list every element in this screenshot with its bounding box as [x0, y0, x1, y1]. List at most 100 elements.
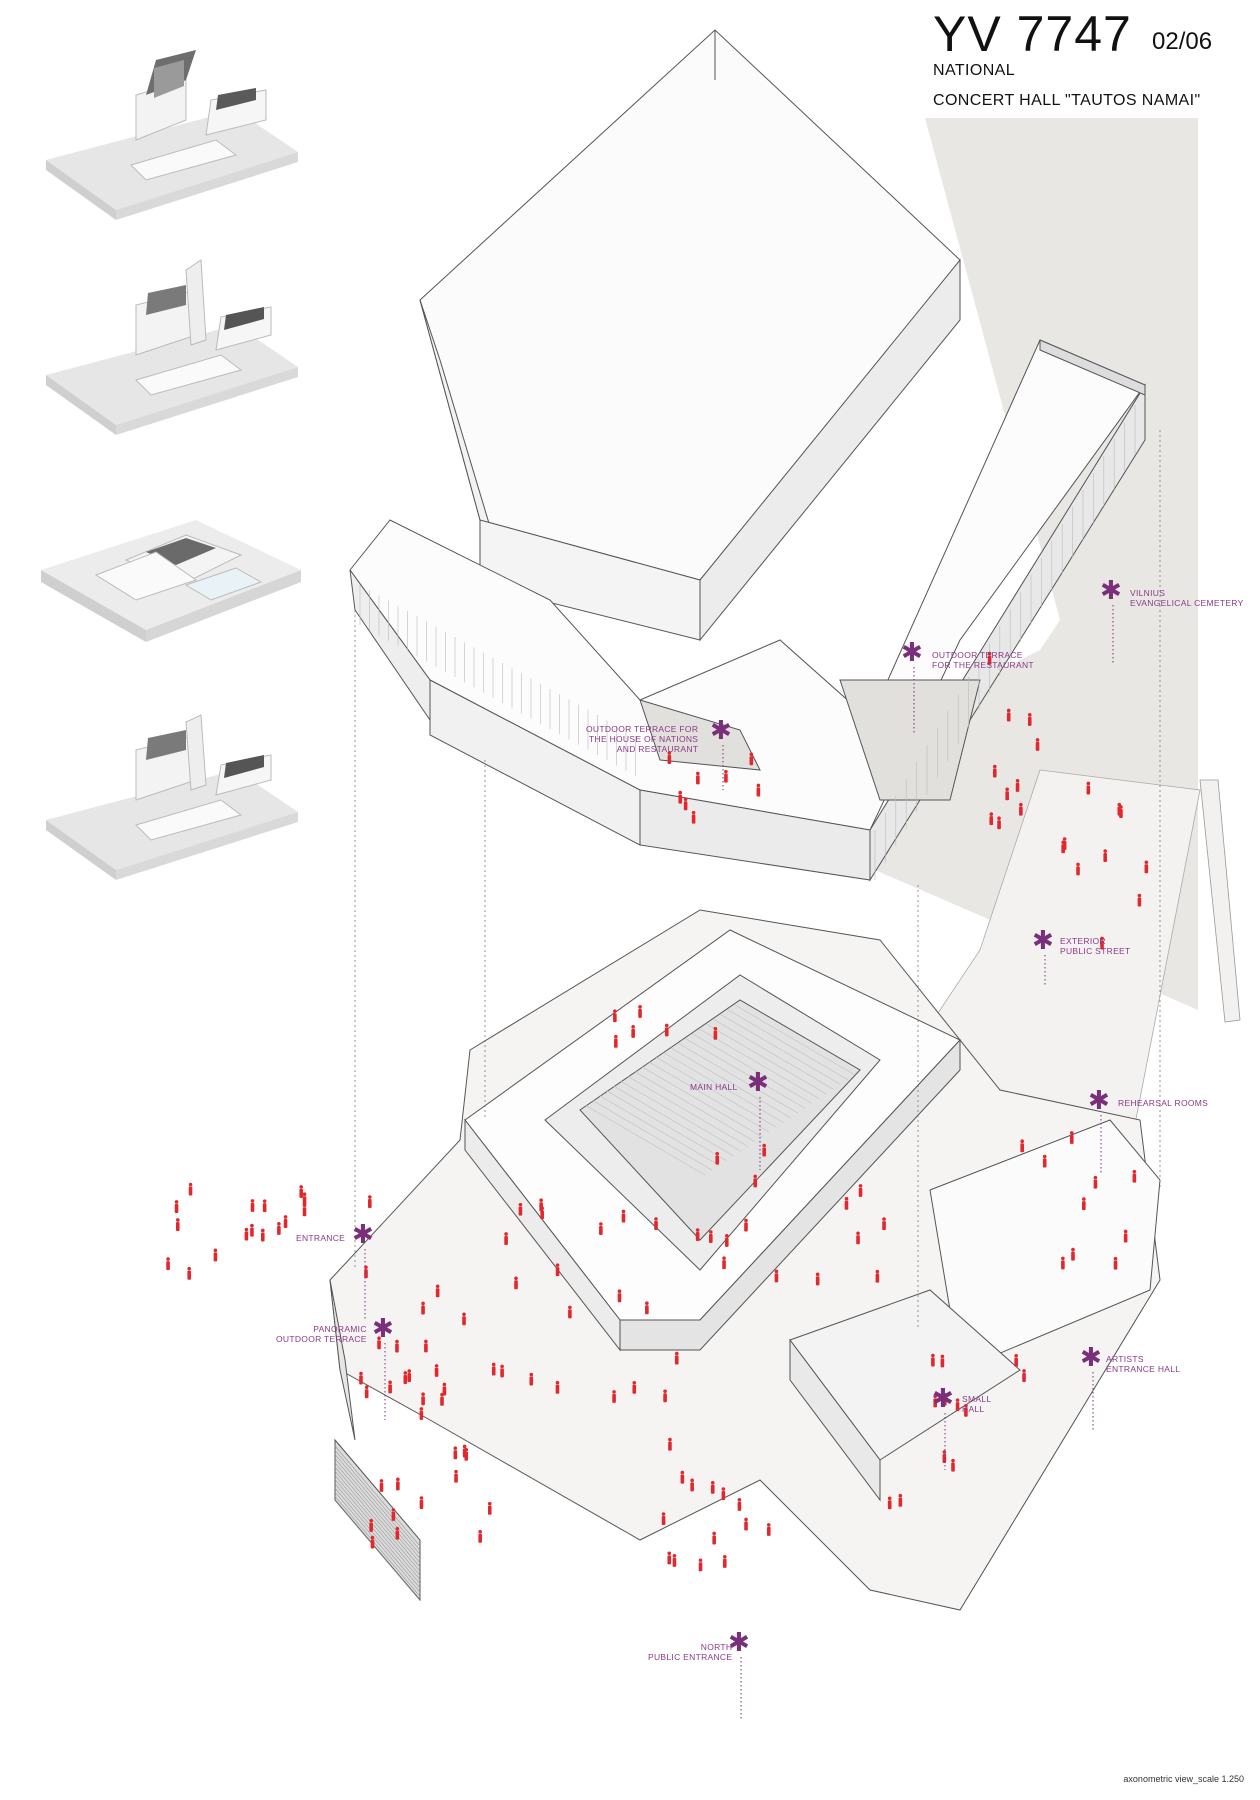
person-head: [737, 1498, 742, 1502]
stair-tread: [334, 1500, 421, 1601]
person-head: [942, 1392, 947, 1397]
person-body: [664, 1027, 669, 1037]
person-head: [613, 1009, 617, 1014]
person-figure: [744, 1517, 748, 1531]
upper-fins: [359, 405, 1136, 880]
stair-tread: [334, 1496, 421, 1597]
person-body: [1100, 940, 1104, 950]
person-head: [744, 1517, 748, 1522]
person-figure: [712, 1531, 716, 1545]
person-body: [713, 1030, 718, 1040]
person-head: [568, 1305, 572, 1310]
person-body: [691, 814, 696, 824]
person-head: [555, 1263, 560, 1267]
person-figure: [882, 1217, 886, 1231]
person-figure: [364, 1385, 369, 1399]
person-body: [663, 1393, 667, 1403]
stair-tread: [334, 1458, 421, 1559]
person-body: [396, 1481, 400, 1491]
person-head: [1020, 1139, 1024, 1144]
person-figure: [1103, 849, 1108, 863]
person-figure: [403, 1371, 408, 1384]
person-figure: [377, 1336, 381, 1350]
person-head: [487, 1501, 492, 1506]
seat-row: [591, 1099, 713, 1171]
person-figure: [1137, 893, 1142, 907]
person-head: [1042, 1154, 1047, 1159]
person-head: [756, 783, 761, 788]
stair-tread: [334, 1471, 421, 1572]
person-figure: [302, 1203, 307, 1217]
person-body: [419, 1499, 424, 1509]
person-head: [632, 1380, 637, 1385]
person-figure: [396, 1477, 400, 1491]
person-figure: [369, 1519, 373, 1532]
label-entrance: ENTRANCE: [296, 1233, 346, 1243]
seat-row: [649, 1061, 770, 1133]
person-figure: [487, 1501, 492, 1515]
person-head: [942, 1450, 947, 1454]
person-head: [1082, 1197, 1086, 1201]
person-figure: [277, 1222, 281, 1235]
person-head: [1061, 1256, 1065, 1261]
person-figure: [674, 1351, 679, 1365]
person-body: [504, 1235, 508, 1245]
person-figure: [529, 1372, 534, 1386]
person-body: [942, 1396, 947, 1406]
person-figure: [654, 1217, 658, 1230]
person-head: [421, 1301, 425, 1306]
label-panoramic: PANORAMIC OUTDOOR TERRACE: [276, 1324, 367, 1344]
person-figure: [395, 1339, 399, 1353]
person-body: [250, 1202, 255, 1212]
person-body: [283, 1218, 288, 1228]
person-figure: [424, 1339, 428, 1353]
person-head: [683, 797, 688, 801]
person-body: [774, 1273, 779, 1283]
ramp-strip: [1199, 779, 1241, 1023]
person-head: [500, 1364, 504, 1369]
person-head: [555, 1380, 560, 1385]
person-head: [364, 1265, 368, 1270]
seat-row: [613, 1085, 734, 1157]
person-body: [568, 1309, 572, 1319]
model-photo-2: [46, 259, 298, 435]
person-body: [1014, 1357, 1018, 1367]
seat-row: [670, 1047, 791, 1119]
person-figure: [695, 1228, 700, 1242]
person-head: [529, 1372, 534, 1377]
marker-rehearsal: ✱: [1088, 1086, 1110, 1116]
person-head: [749, 752, 754, 757]
person-head: [478, 1529, 482, 1534]
person-figure: [713, 1026, 718, 1040]
person-figure: [696, 771, 700, 785]
person-figure: [683, 797, 688, 811]
person-head: [695, 1228, 700, 1232]
people-figures: [166, 651, 1149, 1572]
person-body: [933, 1398, 938, 1408]
person-figure: [613, 1009, 617, 1023]
person-figure: [299, 1185, 304, 1198]
person-head: [664, 1023, 669, 1028]
person-figure: [491, 1362, 496, 1376]
person-figure: [174, 1200, 179, 1213]
label-cemetery: VILNIUS EVANGELICAL CEMETERY: [1130, 588, 1244, 608]
person-head: [1061, 840, 1065, 845]
stair-tread: [334, 1462, 421, 1563]
seat-row: [727, 1009, 849, 1081]
person-body: [1035, 741, 1040, 751]
person-head: [1086, 781, 1091, 786]
person-figure: [1015, 779, 1020, 792]
person-body: [299, 1188, 304, 1198]
person-body: [391, 1511, 396, 1521]
person-figure: [1035, 738, 1040, 751]
person-figure: [539, 1198, 543, 1212]
person-body: [1061, 1260, 1065, 1270]
person-figure: [368, 1195, 372, 1209]
person-figure: [504, 1232, 508, 1245]
person-head: [612, 1390, 616, 1394]
person-head: [403, 1371, 408, 1375]
person-figure: [1061, 840, 1065, 854]
person-body: [539, 1202, 543, 1212]
marker-entrance: ✱: [352, 1220, 374, 1250]
person-figure: [951, 1458, 955, 1472]
